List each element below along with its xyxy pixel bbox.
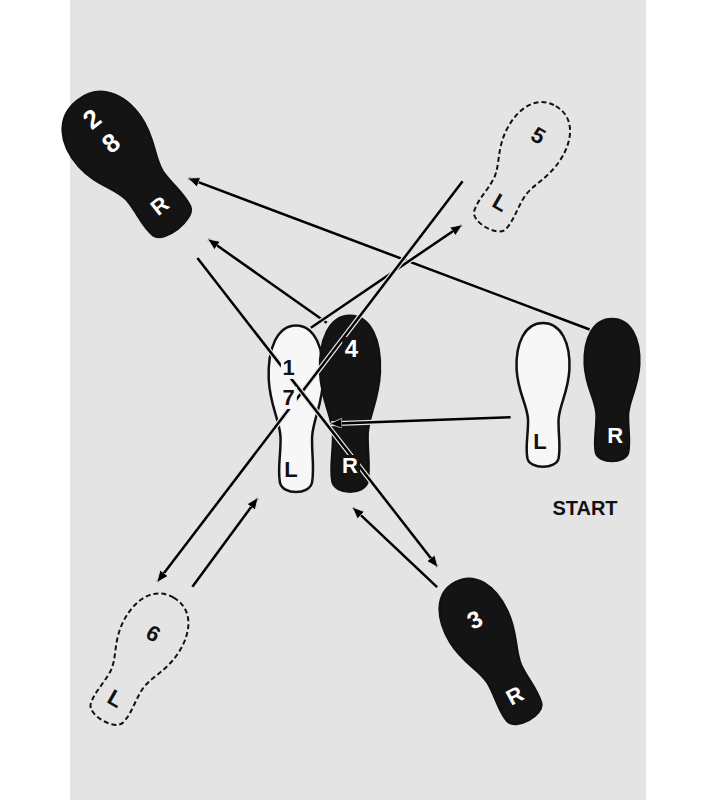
arrow-line <box>192 498 257 587</box>
step-arrow <box>208 239 326 322</box>
foot-outline <box>450 83 591 252</box>
step-number: 7 <box>280 387 296 409</box>
sole-path <box>426 567 557 736</box>
arrow-line <box>311 225 462 328</box>
sole-path <box>46 75 209 252</box>
step-number: 1 <box>280 357 296 379</box>
footprint: 28R <box>37 67 220 264</box>
step-arrow <box>189 178 590 329</box>
arrow-halo <box>192 498 257 587</box>
sole-path <box>320 316 380 492</box>
footprint: 1 7L <box>262 319 330 501</box>
footprint: 4R <box>313 309 387 501</box>
arrow-line <box>189 178 590 329</box>
arrow-halo <box>157 181 462 582</box>
step-arrow <box>157 181 462 582</box>
arrow-halo <box>208 239 326 322</box>
sole-path <box>269 326 324 493</box>
foot-letter: R <box>605 425 625 447</box>
footprint: L <box>510 317 576 475</box>
footprint: 3R <box>418 559 567 745</box>
arrow-line <box>353 508 437 588</box>
foot-outline <box>37 67 220 264</box>
arrow-halo <box>189 178 590 329</box>
arrow-line <box>197 258 437 567</box>
step-number: 4 <box>343 337 360 361</box>
foot-letter: L <box>282 459 299 481</box>
foot-letter: R <box>340 455 360 477</box>
foot-outline <box>66 574 209 746</box>
arrow-line <box>157 181 462 582</box>
start-label: START <box>550 497 619 519</box>
step-arrow <box>353 508 437 588</box>
arrow-halo <box>311 225 462 328</box>
foot-outline <box>418 559 567 745</box>
step-arrow <box>311 225 462 328</box>
foot-letter: L <box>531 431 548 453</box>
sole-path <box>585 319 640 461</box>
sole-path <box>459 91 583 243</box>
arrow-line <box>208 239 326 322</box>
sole-path <box>516 323 569 467</box>
sole-path <box>75 582 201 737</box>
footprint: 5L <box>450 83 591 252</box>
arrow-halo <box>197 258 437 567</box>
step-arrow <box>197 258 437 567</box>
step-arrow <box>192 498 257 587</box>
footprint: 6L <box>66 574 209 746</box>
arrow-halo <box>353 508 437 588</box>
footprint: R <box>578 313 646 469</box>
